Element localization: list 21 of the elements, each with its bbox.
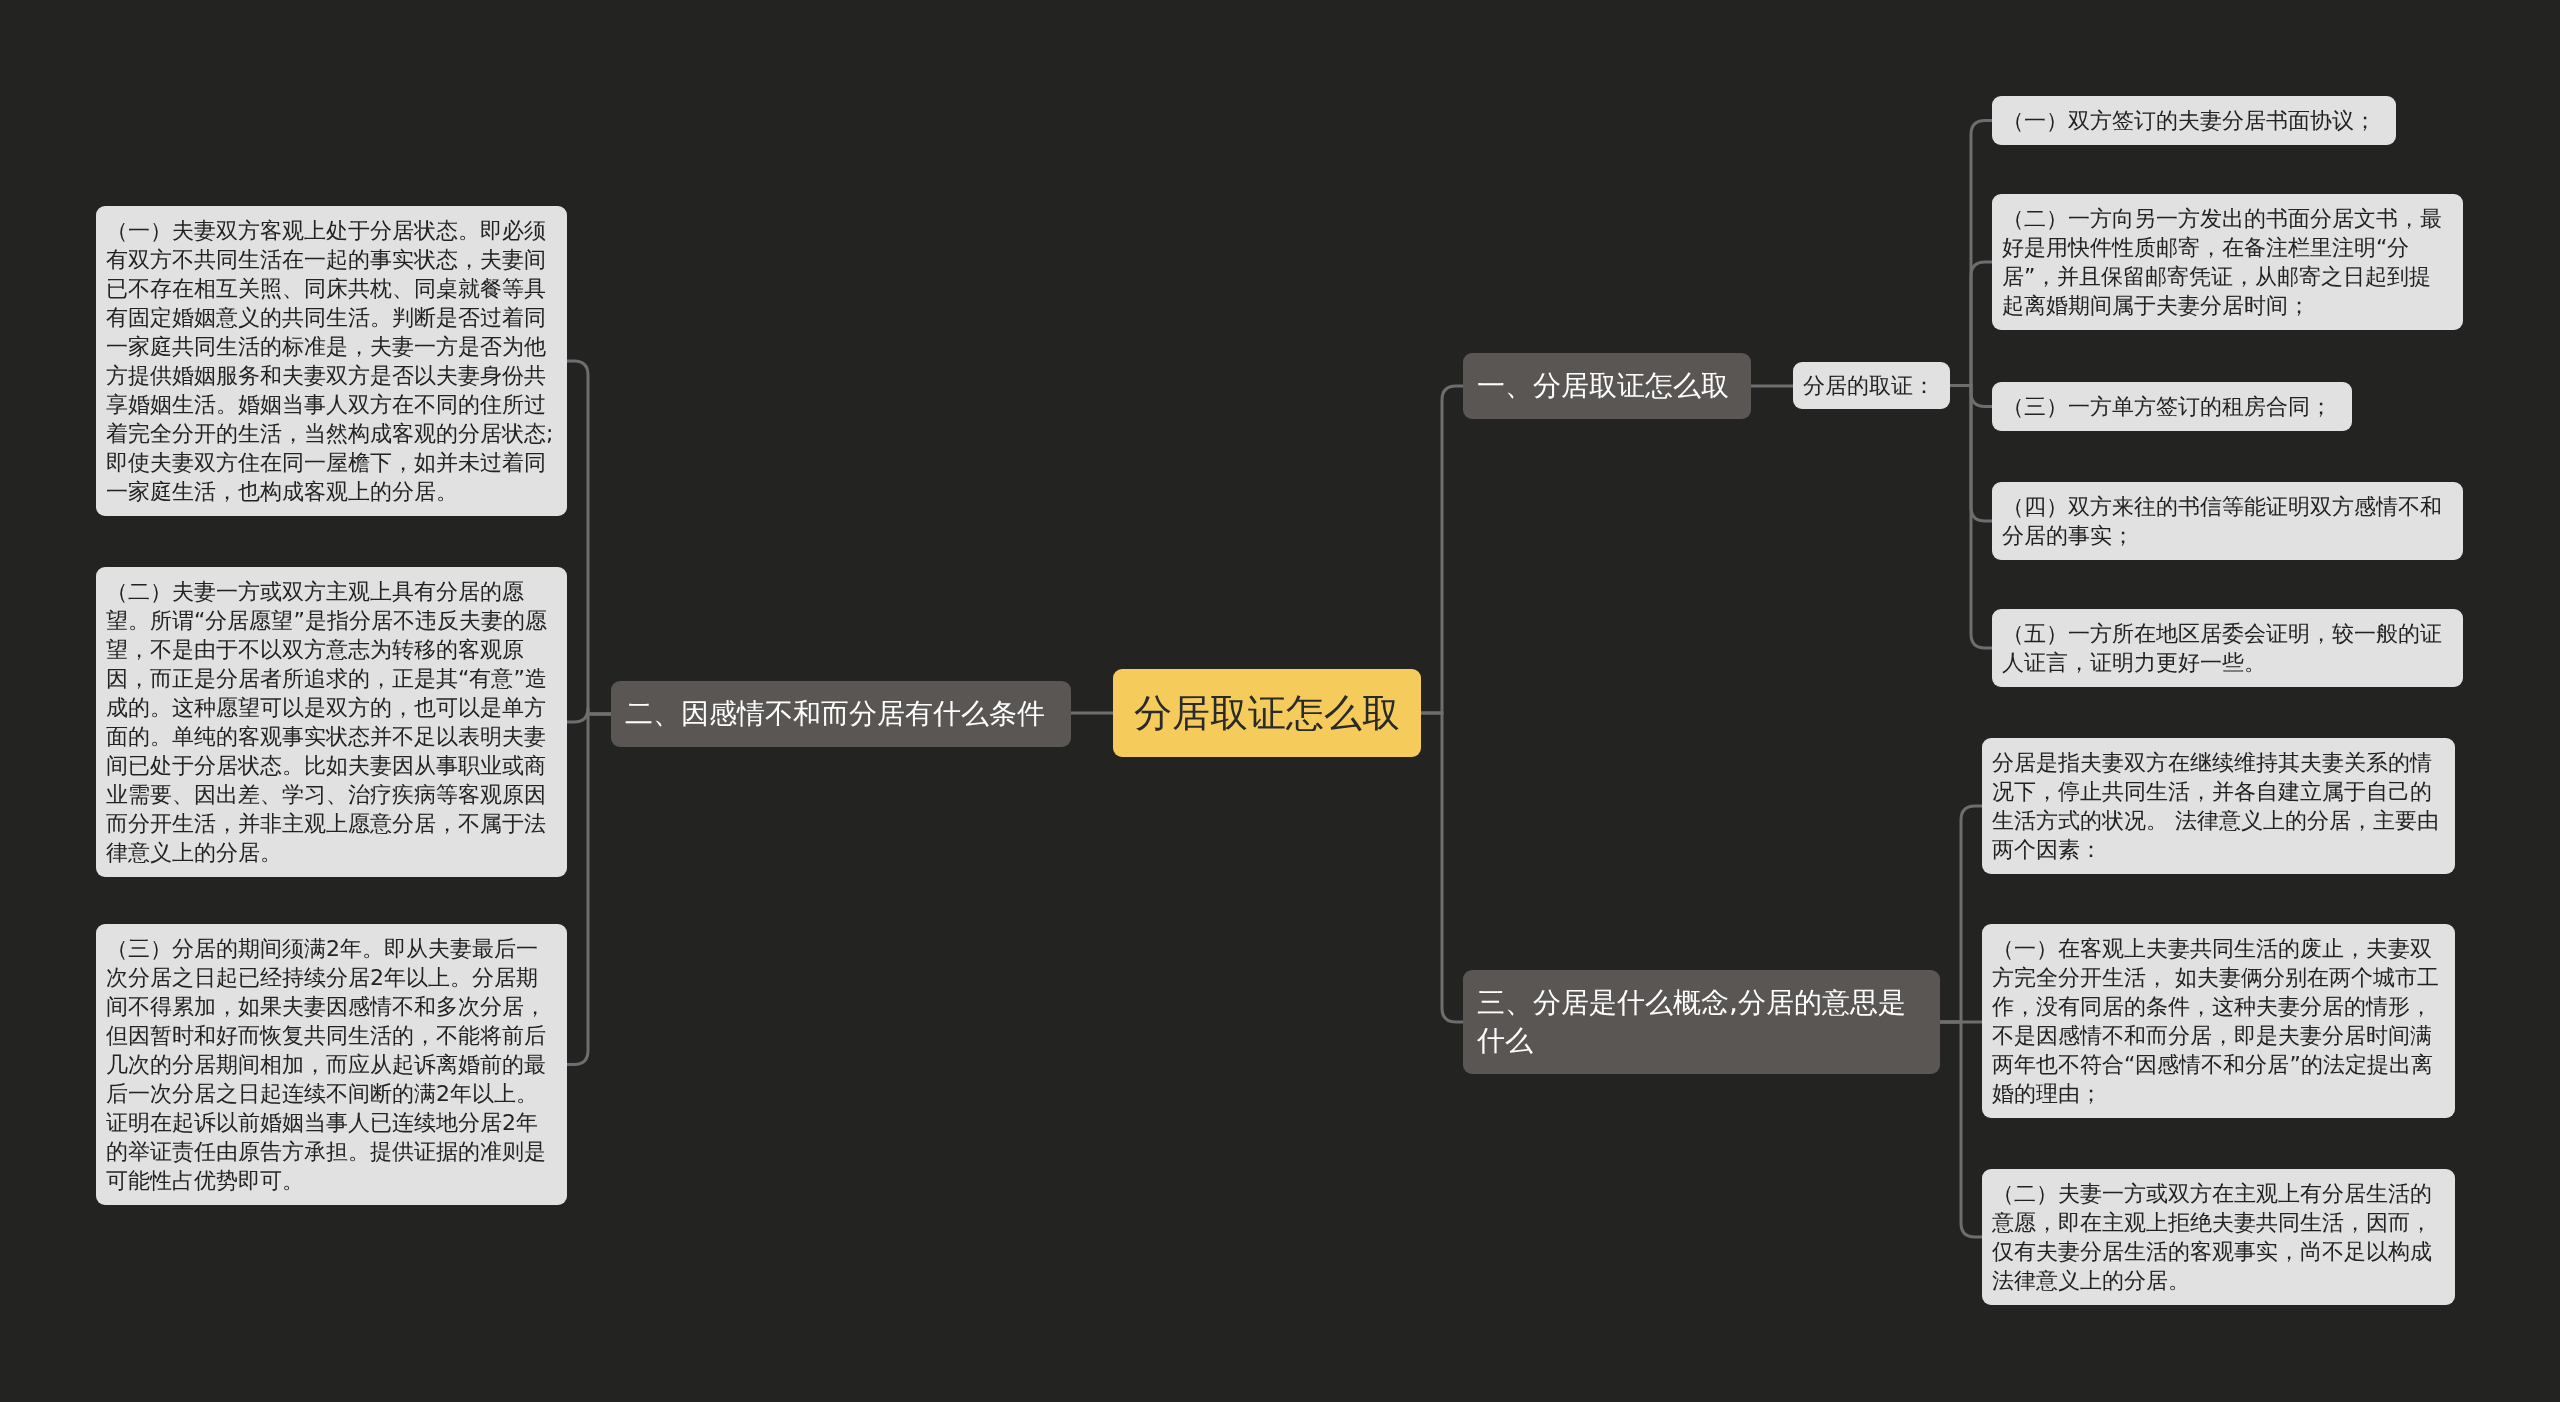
connector-line: [1421, 711, 1463, 1024]
text-box: （三）一方单方签订的租房合同；: [1992, 382, 2352, 431]
text-box: （四）双方来往的书信等能证明双方感情不和分居的事实；: [1992, 482, 2463, 560]
connector-line: [1751, 384, 1793, 388]
connector-line: [567, 712, 611, 1066]
text-box: （二）一方向另一方发出的书面分居文书，最好是用快件性质邮寄，在备注栏里注明“分居”，并且保留邮寄凭证，从邮寄之日起到提起离婚期间属于夫妻分居时间；: [1992, 194, 2463, 330]
topic-box: 二、因感情不和而分居有什么条件: [611, 681, 1071, 747]
text-box: （一）在客观上夫妻共同生活的废止，夫妻双方完全分开生活， 如夫妻俩分别在两个城市工作，没有同居的条件，这种夫妻分居的情形，不是因感情不和而分居，即是夫妻分居时间满两年也不符合“因感情不和分居”的法定提出离婚的理由；: [1982, 924, 2455, 1118]
subtopic-box: 分居的取证：: [1793, 362, 1950, 409]
connector-line: [1071, 711, 1113, 715]
text-box: 分居是指夫妻双方在继续维持其夫妻关系的情况下，停止共同生活，并各自建立属于自己的生活方式的状况。 法律意义上的分居，主要由两个因素：: [1982, 738, 2455, 874]
text-box: （五）一方所在地区居委会证明，较一般的证人证言，证明力更好一些。: [1992, 609, 2463, 687]
text-box: （二）夫妻一方或双方主观上具有分居的愿望。所谓“分居愿望”是指分居不违反夫妻的愿望，不是由于不以双方意志为转移的客观原因，而正是分居者所追求的，正是其“有意”造成的。这种愿望可以是双方的，也可以是单方面的。单纯的客观事实状态并不足以表明夫妻间已处于分居状态。比如夫妻因从事职业或商业需要、因出差、学习、治疗疾病等客观原因而分开生活，并非主观上愿意分居，不属于法律意义上的分居。: [96, 567, 567, 877]
text-box: （一）夫妻双方客观上处于分居状态。即必须有双方不共同生活在一起的事实状态，夫妻间已不存在相互关照、同床共枕、同桌就餐等具有固定婚姻意义的共同生活。判断是否过着同一家庭共同生活的标准是，夫妻一方是否为他方提供婚姻服务和夫妻双方是否以夫妻身份共享婚姻生活。婚姻当事人双方在不同的住所过着完全分开的生活，当然构成客观的分居状态;即使夫妻双方住在同一屋檐下，如并未过着同一家庭生活，也构成客观上的分居。: [96, 206, 567, 516]
connector-line: [1940, 1020, 1982, 1239]
text-box: （二）夫妻一方或双方在主观上有分居生活的意愿，即在主观上拒绝夫妻共同生活，因而，仅有夫妻分居生活的客观事实，尚不足以构成法律意义上的分居。: [1982, 1169, 2455, 1305]
topic-box: 三、分居是什么概念,分居的意思是什么: [1463, 970, 1940, 1074]
topic-box: 一、分居取证怎么取: [1463, 353, 1751, 419]
central-topic-box: 分居取证怎么取: [1113, 669, 1421, 757]
text-box: （三）分居的期间须满2年。即从夫妻最后一次分居之日起已经持续分居2年以上。分居期间不得累加，如果夫妻因感情不和多次分居，但因暂时和好而恢复共同生活的，不能将前后几次的分居期间相加，而应从起诉离婚前的最后一次分居之日起连续不间断的满2年以上。证明在起诉以前婚姻当事人已连续地分居2年的举证责任由原告方承担。提供证据的准则是可能性占优势即可。: [96, 924, 567, 1205]
text-box: （一）双方签订的夫妻分居书面协议；: [1992, 96, 2396, 145]
